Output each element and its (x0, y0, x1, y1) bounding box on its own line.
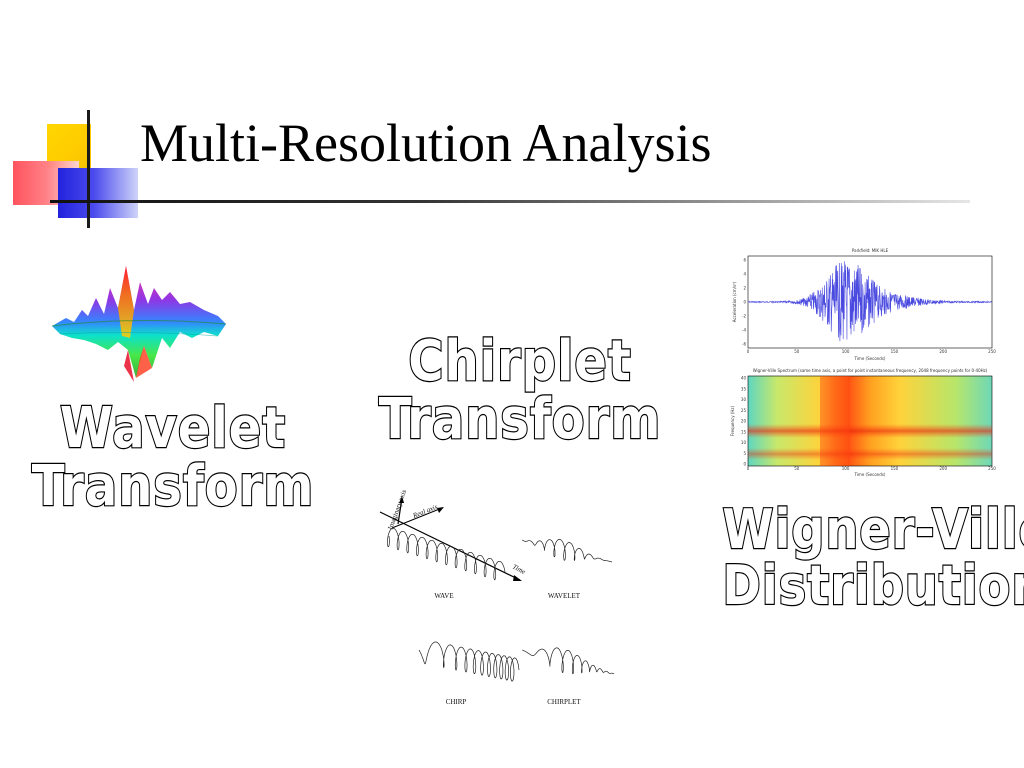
signal-plot-ytick: -6 (742, 342, 746, 347)
wigner-label-line2: Distribution (721, 553, 1024, 617)
wv-plot-ytick: 20 (741, 419, 747, 424)
signal-plot-xtick: 50 (794, 349, 800, 354)
signal-plot-ytick: -4 (742, 328, 746, 333)
signal-plot-xtick: 100 (842, 349, 850, 354)
wv-plot-ylabel: Frequency (Hz) (730, 405, 735, 436)
signal-plot-ytick: 0 (743, 300, 746, 305)
signal-plot-xtick: 150 (891, 349, 899, 354)
signal-plot-ylabel: Acceleration (cm/s²) (732, 281, 737, 322)
wv-plot-ytick: 40 (741, 376, 747, 381)
signal-plot-xtick: 200 (939, 349, 947, 354)
wavelet-surface-image (51, 266, 227, 382)
wv-plot-title: Wigner-Ville Spectrum (same time axis, a… (753, 368, 988, 373)
real-axis-line (391, 507, 443, 529)
signal-plot-title: Parkfield: MIK HLE (852, 248, 889, 253)
wavelet-caption: WAVELET (548, 592, 581, 600)
wv-plot-ytick: 10 (741, 440, 747, 445)
wigner-label-line1: Wigner-Ville (721, 498, 1024, 561)
wv-plot-ytick: 30 (741, 397, 747, 402)
wave-chirplet-figure: Imaginary axis Real axis Time WAVE WAVEL… (379, 490, 615, 706)
time-axis-label: Time (511, 563, 527, 576)
title-underline (50, 200, 970, 203)
signal-plot-ytick: -2 (742, 314, 746, 319)
wv-plot-xtick: 0 (747, 466, 750, 471)
wv-plot-ytick: 0 (743, 462, 746, 467)
signal-line (747, 261, 993, 342)
wv-plot-xlabel: Time (Seconds) (854, 472, 886, 477)
real-axis-label: Real axis (411, 503, 439, 521)
chirplet-label-line1: Chirplet (407, 329, 632, 394)
wv-plot-xtick: 100 (842, 466, 850, 471)
time-axis-line (379, 511, 521, 581)
wv-plot-xtick: 250 (988, 466, 996, 471)
chirplet-transform-label: Chirplet Transform (378, 329, 662, 452)
wv-plot-ytick: 35 (741, 386, 747, 391)
wave-caption: WAVE (434, 592, 453, 600)
wavelet-transform-label: Wavelet Transform (31, 396, 315, 519)
signal-plot-xtick: 250 (988, 349, 996, 354)
wv-plot-ytick: 5 (743, 451, 746, 456)
decor-square-yellow (47, 124, 91, 168)
seismic-signal-plot: Parkfield: MIK HLE Time (Seconds) Accele… (732, 248, 996, 361)
wv-plot-xtick: 150 (891, 466, 899, 471)
chirp-caption: CHIRP (446, 698, 467, 706)
wavelet-label-line1: Wavelet (59, 396, 287, 461)
chirplet-caption: CHIRPLET (547, 698, 581, 706)
decor-square-blue (58, 168, 138, 218)
signal-plot-xlabel: Time (Seconds) (854, 356, 886, 361)
wv-plot-ytick: 25 (741, 408, 747, 413)
chirplet-label-line2: Transform (378, 386, 662, 452)
signal-plot-ytick: 2 (743, 286, 746, 291)
wv-plot-xtick: 200 (939, 466, 947, 471)
wigner-ville-distribution-label: Wigner-Ville Distribution (721, 498, 1024, 617)
wigner-ville-spectrum-plot: Wigner-Ville Spectrum (same time axis, a… (730, 368, 996, 477)
decor-vertical-line (87, 110, 90, 228)
signal-plot-xtick: 0 (747, 349, 750, 354)
wv-plot-xtick: 50 (794, 466, 800, 471)
wv-plot-ytick: 15 (741, 429, 747, 434)
wavelet-label-line2: Transform (31, 453, 315, 519)
slide-title: Multi-Resolution Analysis (140, 113, 712, 173)
signal-plot-ytick: 6 (743, 258, 746, 263)
signal-plot-ytick: 4 (743, 272, 746, 277)
